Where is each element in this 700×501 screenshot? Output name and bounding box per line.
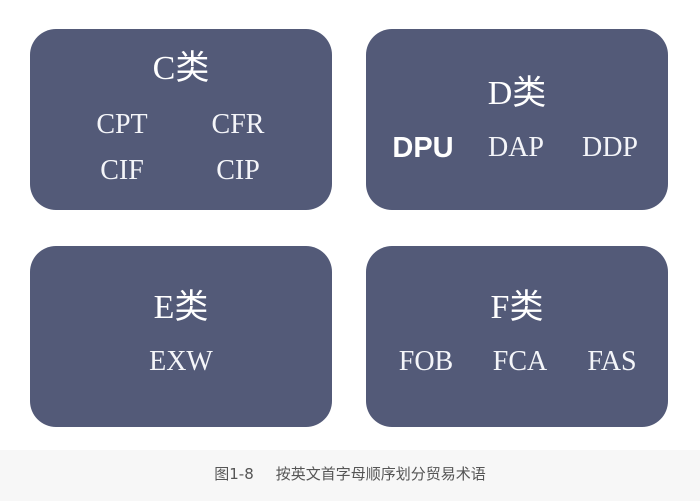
group-card-c: C类 CPT CFR CIF CIP [30, 29, 332, 210]
term-cip: CIP [216, 155, 260, 186]
figure-caption-text: 按英文首字母顺序划分贸易术语 [275, 465, 486, 483]
term-cfr: CFR [211, 109, 265, 140]
term-fob: FOB [398, 346, 454, 377]
term-exw: EXW [149, 346, 213, 377]
group-card-e: E类 EXW [30, 246, 332, 427]
term-cpt: CPT [96, 109, 148, 140]
group-card-d: D类 DPU DAP DDP [366, 29, 668, 210]
term-fas: FAS [587, 346, 637, 377]
group-title-c: C类 [152, 50, 210, 87]
term-cif: CIF [100, 155, 144, 186]
term-fca: FCA [492, 346, 548, 377]
group-title-d: D类 [487, 75, 547, 112]
term-ddp: DDP [581, 132, 638, 163]
group-card-f: F类 FOB FCA FAS [366, 246, 668, 427]
figure-caption: 图1-8 按英文首字母顺序划分贸易术语 [0, 463, 700, 485]
group-title-f: F类 [490, 289, 544, 326]
term-dpu: DPU [392, 132, 454, 164]
term-dap: DAP [487, 132, 544, 163]
figure-number: 图1-8 [214, 465, 254, 483]
group-title-e: E类 [153, 289, 209, 326]
caption-band [0, 450, 700, 501]
